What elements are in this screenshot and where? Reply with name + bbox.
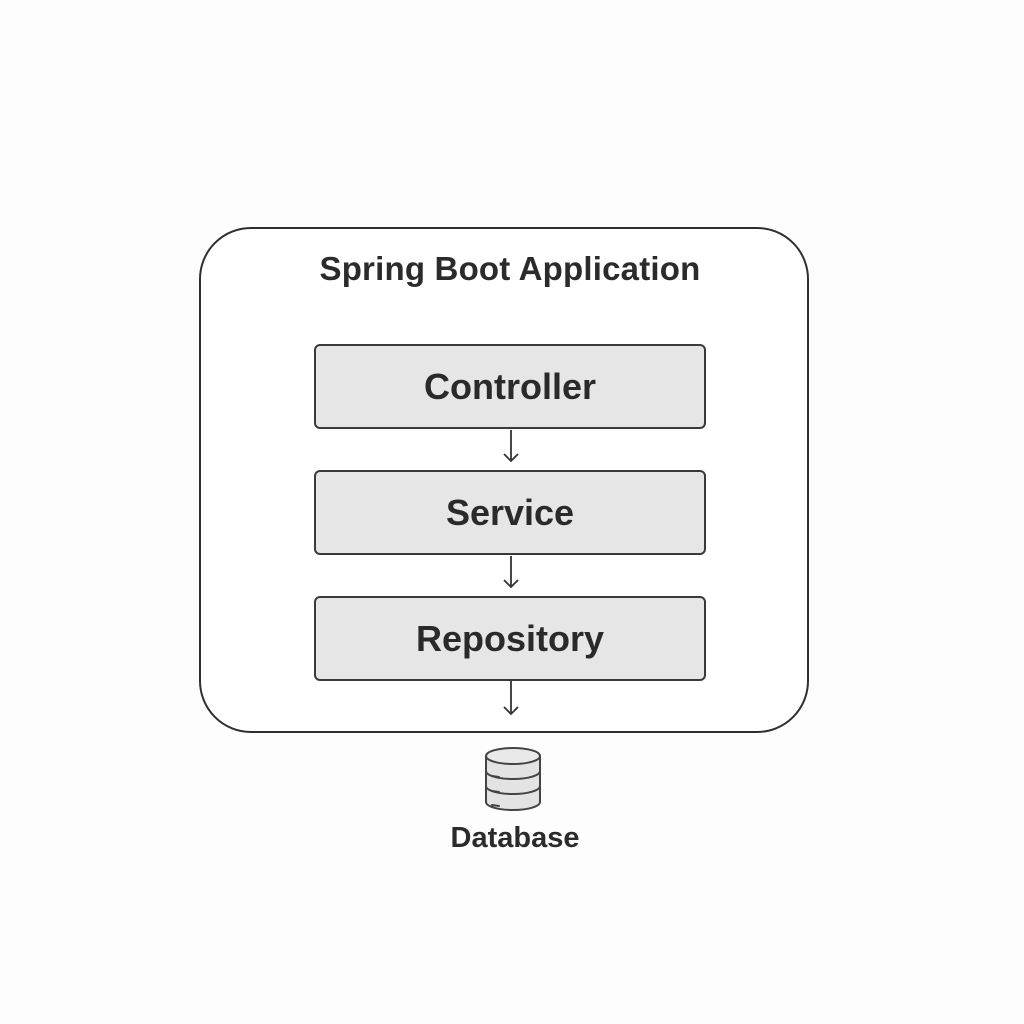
service-layer-box: Service — [314, 470, 706, 555]
controller-to-service-arrow — [503, 430, 519, 463]
controller-layer-label: Controller — [423, 365, 596, 407]
repository-to-database-arrow — [503, 681, 519, 716]
database-icon — [485, 747, 541, 811]
service-layer-label: Service — [445, 491, 575, 533]
container-title: Spring Boot Application — [319, 250, 701, 287]
repository-layer-label: Repository — [415, 617, 605, 659]
database-label: Database — [450, 822, 580, 854]
controller-layer-box: Controller — [314, 344, 706, 429]
service-to-repository-arrow — [503, 556, 519, 589]
repository-layer-box: Repository — [314, 596, 706, 681]
